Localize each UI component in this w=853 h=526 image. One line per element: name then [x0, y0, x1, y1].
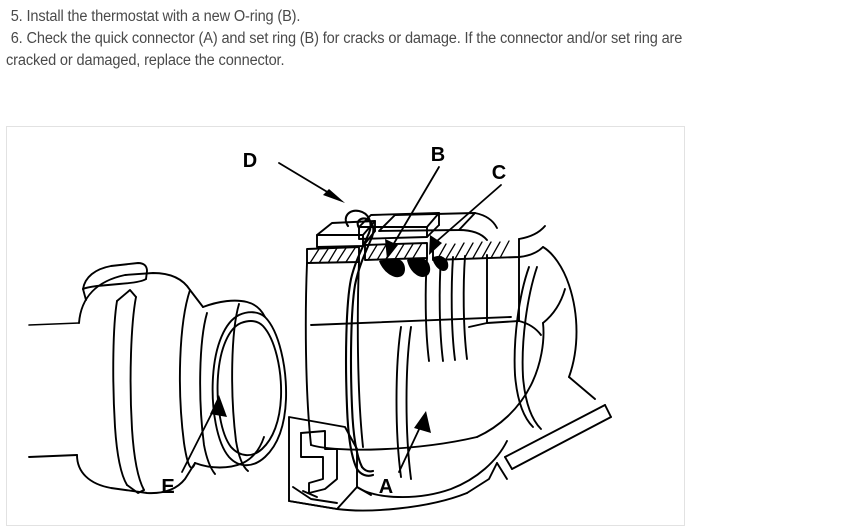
instruction-step-6: 6. Check the quick connector (A) and set…: [10, 30, 683, 47]
callout-leaders: [181, 162, 502, 473]
callout-label-a: A: [379, 476, 393, 498]
callout-label-d: D: [243, 150, 257, 172]
spring-clip-wire: [344, 209, 375, 477]
callout-label-e: E: [161, 476, 174, 498]
instruction-step-5: 5. Install the thermostat with a new O-r…: [10, 8, 301, 25]
technical-diagram: D B C E A: [28, 144, 612, 512]
figure-panel: D B C E A: [6, 126, 685, 526]
instruction-list: 5. Install the thermostat with a new O-r…: [0, 0, 853, 72]
thermostat-housing-assembly: [28, 262, 287, 495]
callout-label-c: C: [492, 162, 506, 184]
instruction-step-6-continued: cracked or damaged, replace the connecto…: [6, 52, 285, 69]
callout-arrowheads: [210, 189, 442, 433]
callout-label-b: B: [431, 144, 445, 166]
o-ring-solid-segments: [379, 256, 449, 278]
quick-connector-assembly: [288, 212, 612, 512]
